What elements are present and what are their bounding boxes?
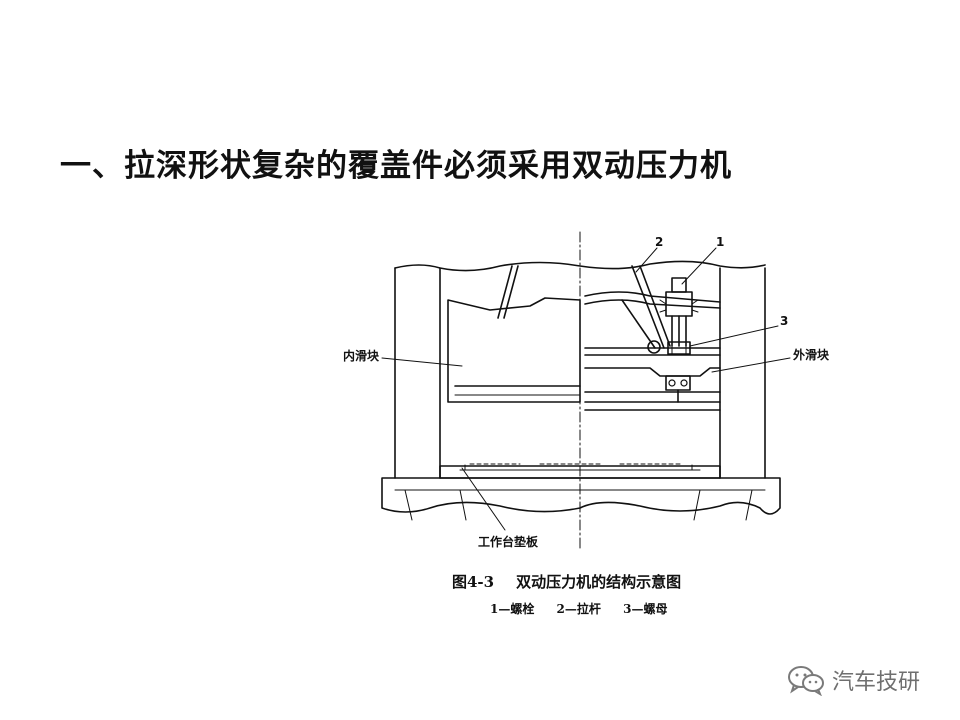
leader-inner-slide [381, 357, 463, 367]
figure-caption: 图4-3 双动压力机的结构示意图 [452, 571, 703, 592]
inner-slide [447, 297, 581, 403]
legend-item: 3—螺母 [623, 602, 668, 616]
leader-bolster [461, 467, 506, 531]
callout-3: 3 [780, 314, 788, 328]
nut [667, 341, 691, 355]
legend-item: 1—螺栓 [490, 602, 535, 616]
leader-2 [635, 247, 658, 273]
slide-title: 一、拉深形状复杂的覆盖件必须采用双动压力机 [60, 148, 732, 184]
leader-1 [681, 247, 717, 285]
figure-title: 双动压力机的结构示意图 [516, 573, 682, 591]
figure-number: 图4-3 [452, 573, 495, 591]
left-diagonal-rods [497, 265, 519, 319]
watermark: 汽车技研 [786, 664, 920, 696]
label-outer-slide: 外滑块 [793, 347, 830, 362]
label-bolster: 工作台垫板 [478, 534, 539, 549]
figure-legend: 1—螺栓 2—拉杆 3—螺母 [490, 600, 685, 617]
callout-1: 1 [716, 235, 724, 249]
pivot-circle [647, 340, 661, 354]
callout-2: 2 [655, 235, 663, 249]
leader-outer-slide [711, 357, 791, 373]
legend-item: 2—拉杆 [556, 602, 601, 616]
tie-rod [631, 265, 671, 349]
watermark-text: 汽车技研 [832, 670, 921, 695]
press-bed [381, 477, 781, 515]
outer-slide-body [584, 367, 721, 377]
leader-3 [689, 325, 779, 347]
bolt-head [671, 277, 687, 293]
outer-slide-upper [584, 291, 721, 303]
wechat-icon [788, 666, 824, 696]
label-inner-slide: 内滑块 [343, 348, 380, 363]
